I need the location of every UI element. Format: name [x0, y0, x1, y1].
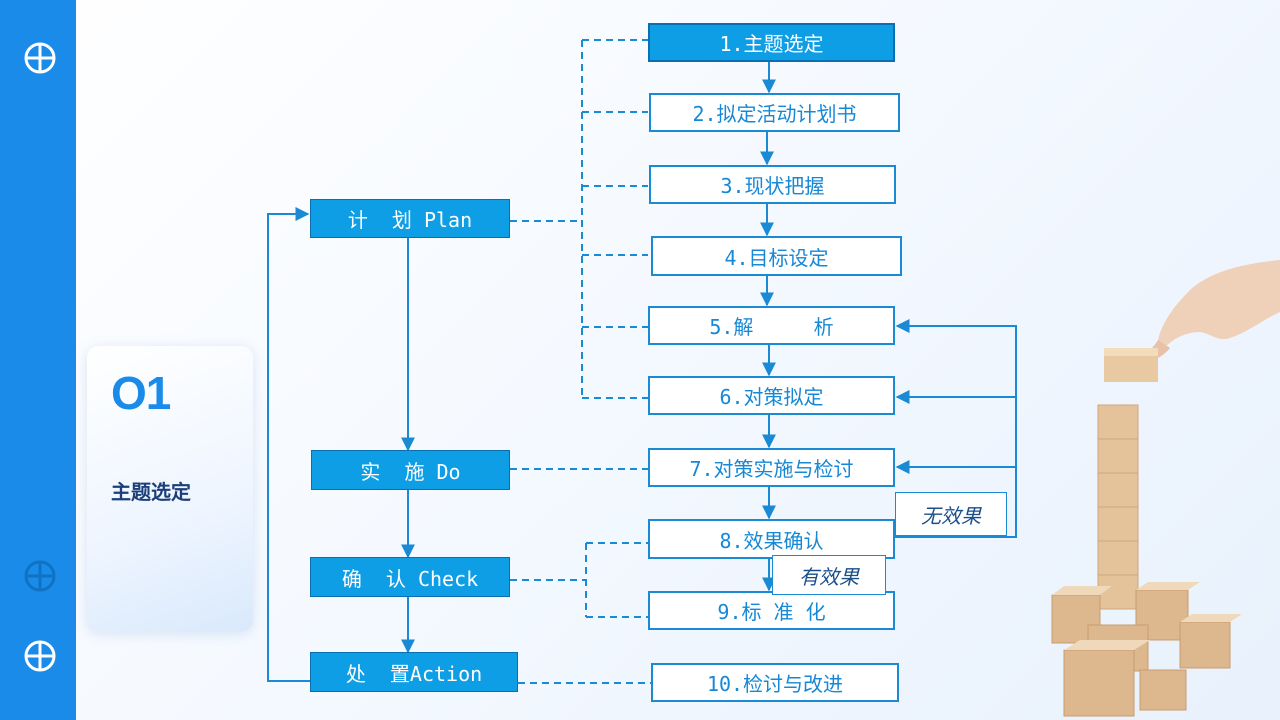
- phase-do: 实 施 Do: [311, 450, 510, 490]
- step-5: 5.解 析: [648, 306, 895, 345]
- step-7: 7.对策实施与检讨: [648, 448, 895, 487]
- step-4: 4.目标设定: [651, 236, 902, 276]
- section-card: O1 主题选定: [87, 346, 253, 632]
- phase-plan: 计 划 Plan: [310, 199, 510, 238]
- effective-label: 有效果: [772, 555, 886, 595]
- step-10: 10.检讨与改进: [651, 663, 899, 702]
- step-9: 9.标 准 化: [648, 591, 895, 630]
- plus-circle-icon: [24, 42, 56, 74]
- plus-circle-icon: [24, 560, 56, 592]
- phase-action: 处 置Action: [310, 652, 518, 692]
- wooden-blocks-illustration: [1051, 260, 1280, 717]
- plus-circle-icon: [24, 640, 56, 672]
- phase-check: 确 认 Check: [310, 557, 510, 597]
- step-1: 1.主题选定: [648, 23, 895, 62]
- step-6: 6.对策拟定: [648, 376, 895, 415]
- section-number: O1: [111, 367, 171, 419]
- section-title: 主题选定: [111, 480, 191, 504]
- step-2: 2.拟定活动计划书: [649, 93, 900, 132]
- no-effect-label: 无效果: [895, 492, 1007, 536]
- sidebar: [0, 0, 76, 720]
- step-3: 3.现状把握: [649, 165, 896, 204]
- step-8: 8.效果确认: [648, 519, 895, 559]
